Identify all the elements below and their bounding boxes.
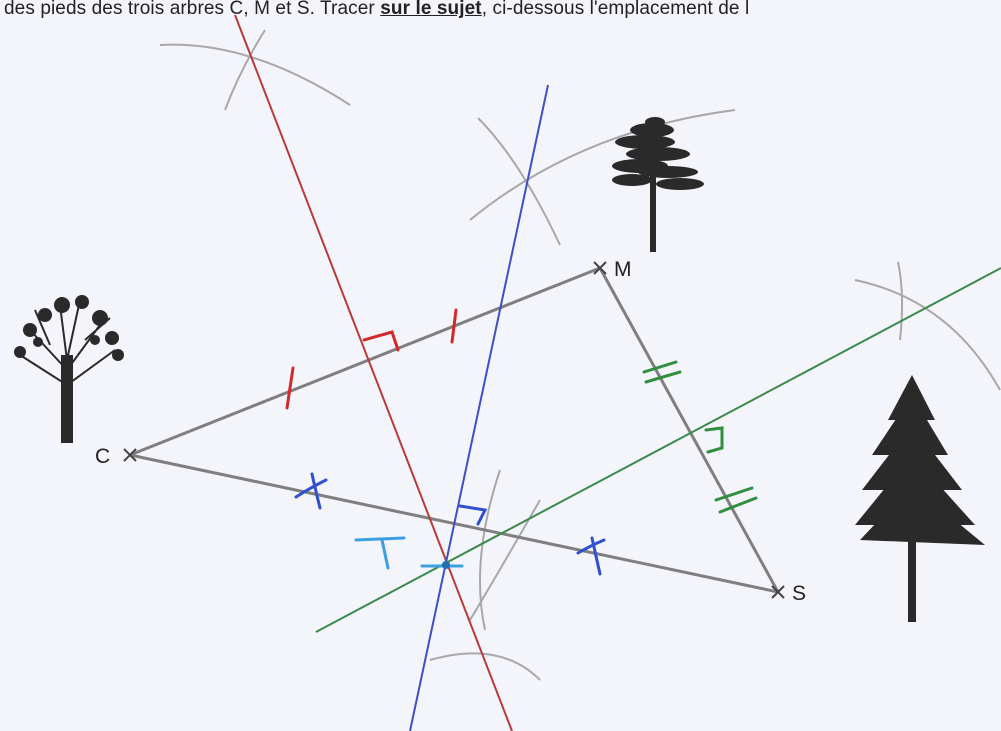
construction-arc xyxy=(477,117,561,246)
equal-length-mark xyxy=(642,360,678,374)
construction-arc xyxy=(897,261,904,341)
right-angle-mark xyxy=(362,330,400,352)
instruction-part-2: , ci-dessous l'emplacement de l xyxy=(481,0,750,19)
construction-mark xyxy=(380,538,390,570)
marks-circumcenter xyxy=(354,536,464,570)
equal-length-mark xyxy=(590,536,602,576)
equal-length-mark xyxy=(450,308,458,344)
construction-arc xyxy=(469,499,541,621)
point-label-S: S xyxy=(792,582,806,605)
point-M-marker xyxy=(593,261,607,275)
construction-mark xyxy=(354,536,406,542)
instruction-part-1: des pieds des trois arbres C, M et S. Tr… xyxy=(4,0,381,19)
construction-arc xyxy=(469,109,736,221)
segment-CM xyxy=(129,266,601,457)
equal-length-mark xyxy=(294,478,328,499)
right-angle-mark xyxy=(458,504,488,526)
marks-CM xyxy=(285,308,458,410)
point-markers xyxy=(123,261,785,599)
construction-arc xyxy=(159,43,351,106)
point-C-marker xyxy=(123,448,137,462)
construction-arc xyxy=(479,469,501,631)
equal-length-mark xyxy=(714,486,754,502)
construction-arc xyxy=(224,29,266,111)
fir-tree-icon xyxy=(855,375,985,622)
circumcenter-point xyxy=(442,561,450,569)
bisector-MS xyxy=(315,267,1001,633)
point-label-C: C xyxy=(95,445,110,468)
construction-arc xyxy=(429,652,541,681)
construction-arcs xyxy=(159,29,1001,681)
pine-tree-icon xyxy=(612,117,704,252)
bisector-CM xyxy=(234,14,513,731)
point-S-marker xyxy=(771,585,785,599)
equal-length-mark xyxy=(285,366,295,410)
instruction-text: des pieds des trois arbres C, M et S. Tr… xyxy=(4,0,749,20)
instruction-emphasis: sur le sujet xyxy=(380,0,482,19)
point-label-M: M xyxy=(614,258,632,281)
right-angle-mark xyxy=(704,426,724,454)
segment-MS xyxy=(598,267,780,593)
bisector-CS xyxy=(409,84,549,731)
equal-length-mark xyxy=(576,538,606,555)
equal-length-mark xyxy=(718,496,758,514)
marks-MS xyxy=(642,360,758,514)
marks-CS xyxy=(294,472,606,576)
equal-length-mark xyxy=(644,370,682,384)
equal-length-mark xyxy=(310,472,322,510)
construction-arc xyxy=(854,279,1001,391)
deciduous-tree-icon xyxy=(14,295,124,443)
